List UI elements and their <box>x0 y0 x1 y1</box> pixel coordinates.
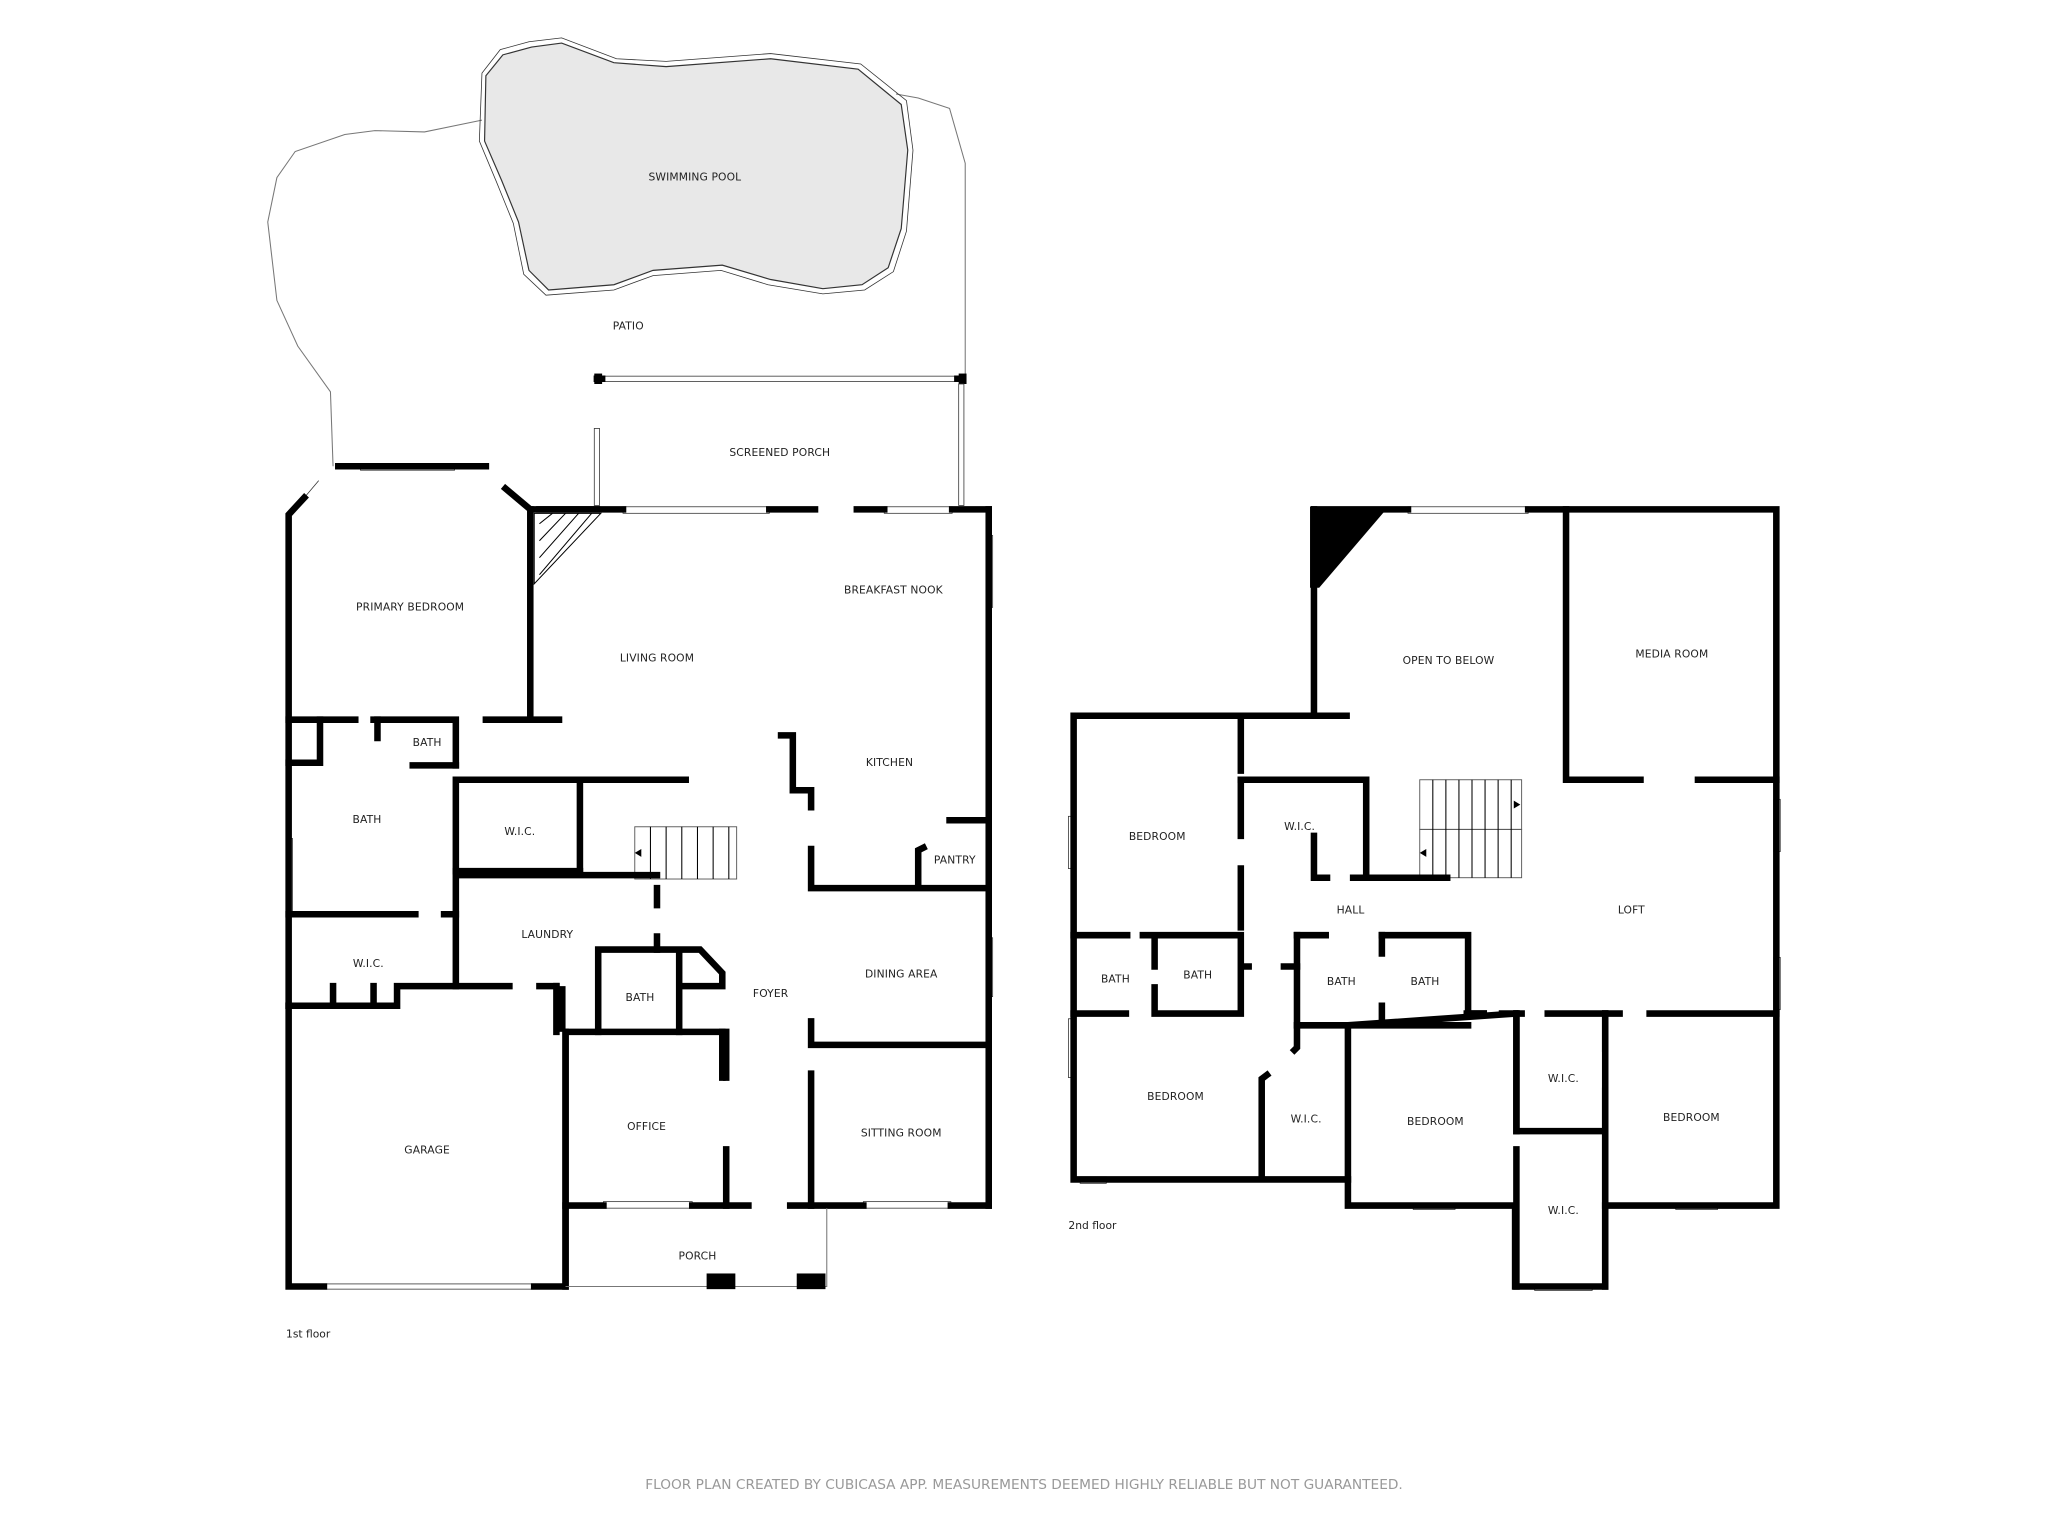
wall-segment <box>1070 931 1245 1017</box>
stairs-second-floor <box>1419 779 1523 879</box>
room-label-bedroom: BEDROOM <box>1407 1115 1464 1128</box>
room-label-breakfast-nook: BREAKFAST NOOK <box>844 583 944 596</box>
wall-segment <box>285 1002 726 1290</box>
wall-segment <box>527 506 563 723</box>
room-label-patio: PATIO <box>613 320 644 333</box>
room-label-living-room: LIVING ROOM <box>620 651 694 664</box>
wall-segment <box>1513 1010 1609 1290</box>
wall-segment <box>1070 506 1609 1290</box>
room-label-bedroom: BEDROOM <box>1129 830 1186 843</box>
room-label-w-i-c: W.I.C. <box>1548 1072 1579 1085</box>
room-label-loft: LOFT <box>1618 903 1645 916</box>
wall-segment <box>285 493 309 1009</box>
room-label-swimming-pool: SWIMMING POOL <box>648 171 741 184</box>
room-labels: SWIMMING POOL PATIO SCREENED PORCH PRIMARY … <box>353 171 1720 1263</box>
chimney-wedge <box>1310 506 1389 588</box>
room-label-w-i-c: W.I.C. <box>1284 820 1315 833</box>
footer-disclaimer: FLOOR PLAN CREATED BY CUBICASA APP. MEAS… <box>645 1477 1403 1493</box>
fireplace <box>533 512 603 586</box>
wall-segment <box>452 776 689 990</box>
room-label-porch: PORCH <box>678 1249 716 1262</box>
room-label-bath: BATH <box>353 813 382 826</box>
pool-coping <box>478 37 914 296</box>
wall-segment <box>777 732 992 892</box>
wall-segment <box>1241 931 1488 1017</box>
room-label-kitchen: KITCHEN <box>866 756 913 769</box>
room-label-laundry: LAUNDRY <box>521 928 573 941</box>
room-label-office: OFFICE <box>627 1120 666 1133</box>
wall-segment <box>1237 712 1451 881</box>
room-label-bath: BATH <box>1101 973 1130 986</box>
wall-segment <box>719 1028 730 1209</box>
room-label-media-room: MEDIA ROOM <box>1635 647 1708 660</box>
wall-segment <box>1310 506 1780 1209</box>
room-label-bath: BATH <box>626 991 655 1004</box>
wall-segment <box>1258 1010 1519 1183</box>
wall-segment <box>285 716 530 769</box>
room-label-sitting-room: SITTING ROOM <box>861 1127 942 1140</box>
wall-segment <box>1513 1010 1609 1290</box>
room-label-w-i-c: W.I.C. <box>1291 1112 1322 1125</box>
room-label-w-i-c: W.I.C. <box>353 957 384 970</box>
wall-segment <box>594 946 726 1036</box>
room-label-bath: BATH <box>1327 975 1356 988</box>
wall-segment <box>1562 506 1780 784</box>
wall-segment <box>1293 931 1488 1029</box>
porch-column <box>706 1273 736 1290</box>
room-label-pantry: PANTRY <box>934 854 976 867</box>
room-label-primary-bedroom: PRIMARY BEDROOM <box>356 600 464 613</box>
room-label-w-i-c: W.I.C. <box>1548 1204 1579 1217</box>
garage-pillar <box>553 986 566 1032</box>
wall-segment <box>285 716 460 769</box>
patio-outline <box>267 93 966 467</box>
swimming-pool <box>483 42 909 291</box>
porch-column <box>796 1273 826 1290</box>
room-label-screened-porch: SCREENED PORCH <box>729 446 830 459</box>
room-label-bath: BATH <box>1411 975 1440 988</box>
room-label-dining-area: DINING AREA <box>865 967 938 980</box>
wall-segment <box>335 463 601 513</box>
room-label-hall: HALL <box>1337 903 1365 916</box>
wall-segment <box>807 1018 992 1209</box>
windows-second-floor <box>1068 506 1781 1291</box>
wall-segment <box>553 982 992 1209</box>
floor-label-1st: 1st floor <box>286 1327 331 1340</box>
room-label-open-to-below: OPEN TO BELOW <box>1403 654 1495 667</box>
screened-porch-frame <box>593 373 967 506</box>
porch-outline <box>565 1208 828 1288</box>
stairs-first-floor <box>634 826 738 880</box>
room-label-w-i-c: W.I.C. <box>504 825 535 838</box>
room-label-garage: GARAGE <box>404 1144 450 1157</box>
room-label-bath: BATH <box>1183 969 1212 982</box>
floor-label-2nd: 2nd floor <box>1068 1219 1117 1232</box>
walls <box>285 375 1780 1290</box>
room-label-bath: BATH <box>413 736 442 749</box>
wall-segment <box>285 982 560 1009</box>
room-label-bedroom: BEDROOM <box>1663 1111 1720 1124</box>
room-label-foyer: FOYER <box>753 987 789 1000</box>
room-label-bedroom: BEDROOM <box>1147 1090 1204 1103</box>
